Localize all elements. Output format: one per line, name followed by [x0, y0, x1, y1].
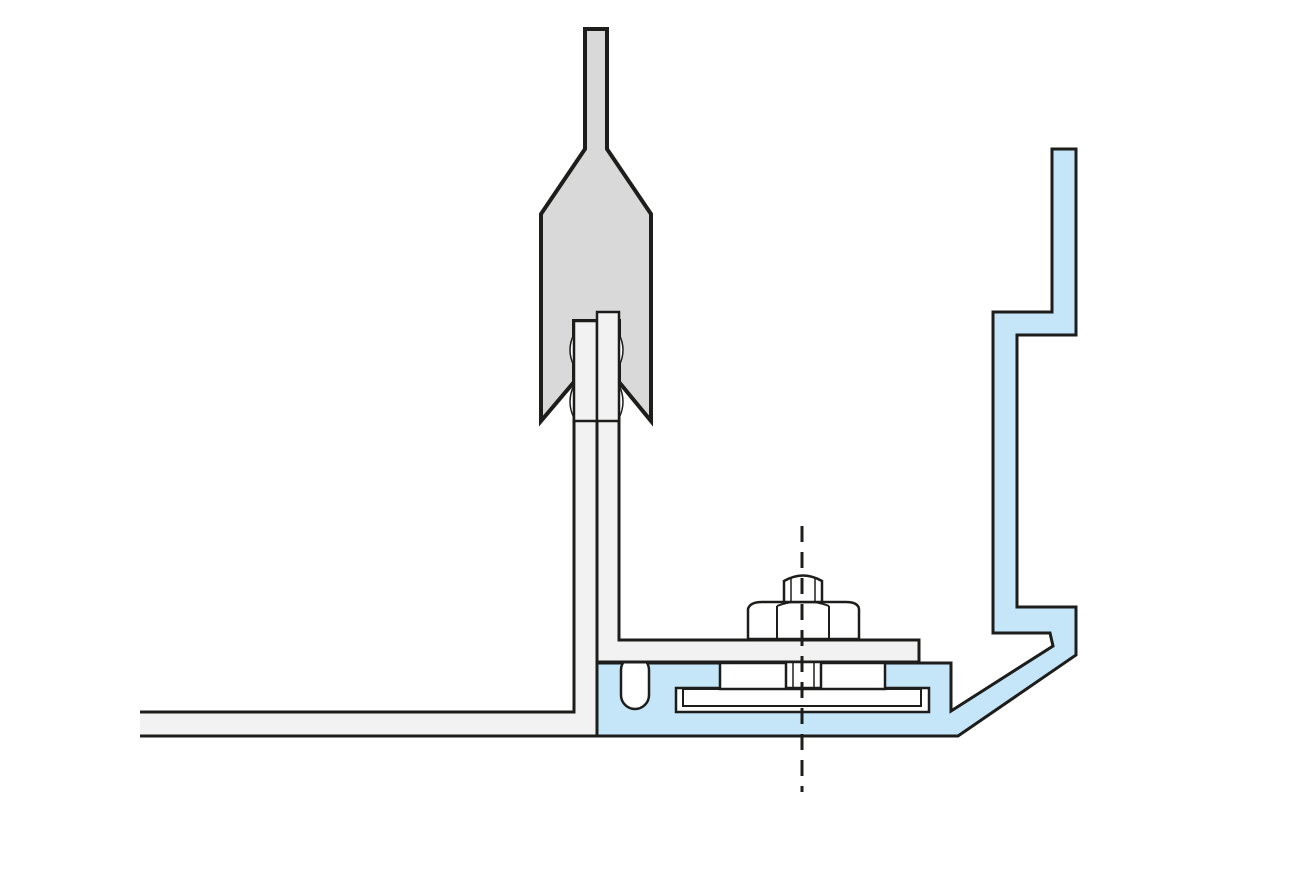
edge-profile-slot — [619, 654, 651, 711]
flange-in-gripper — [595, 310, 621, 423]
flange-in-gripper — [572, 319, 599, 423]
suspension-gripper — [539, 27, 653, 427]
nut-icon — [746, 600, 861, 641]
